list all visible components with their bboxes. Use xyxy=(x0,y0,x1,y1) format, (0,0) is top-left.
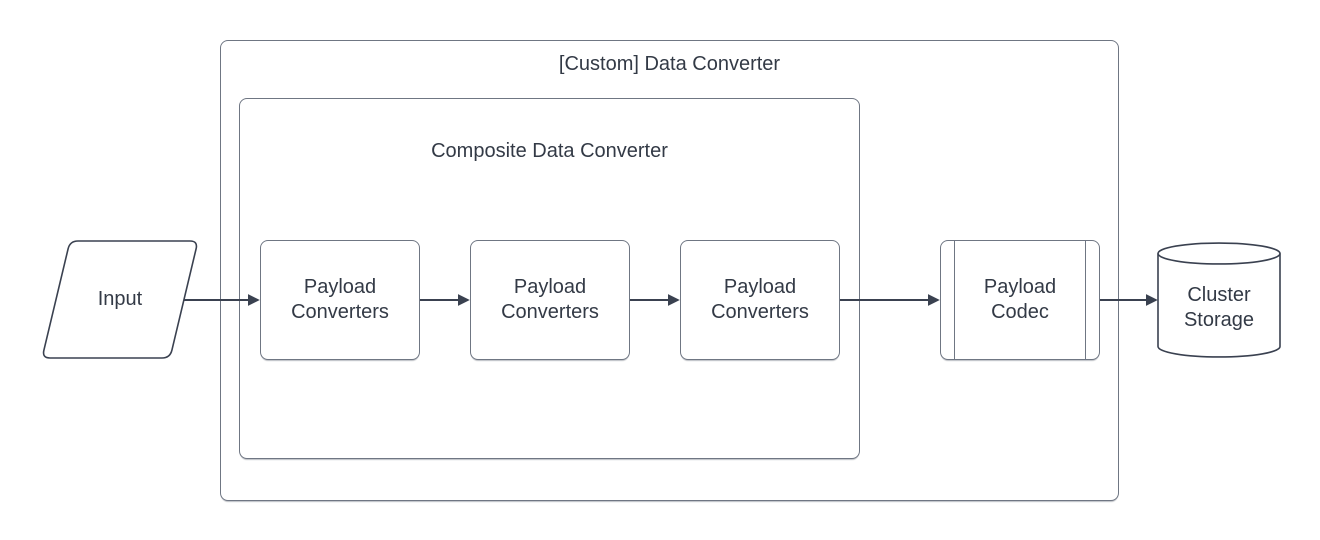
cluster-storage-cylinder-shape xyxy=(1157,242,1281,358)
node-payload-converters-2-label: Payload Converters xyxy=(501,276,599,323)
group-composite-data-converter-title: Composite Data Converter xyxy=(431,140,668,162)
node-payload-codec: Payload Codec xyxy=(940,240,1100,360)
node-cluster-storage-label: Cluster Storage xyxy=(1183,283,1255,331)
node-payload-converters-1: Payload Converters xyxy=(260,240,420,360)
node-payload-codec-label: Payload Codec xyxy=(983,276,1057,323)
cluster-storage-cylinder-lid xyxy=(1157,253,1281,265)
input-parallelogram-shape xyxy=(42,240,198,359)
node-input-label: Input xyxy=(97,288,143,310)
node-payload-converters-1-label: Payload Converters xyxy=(291,276,389,323)
node-payload-converters-2: Payload Converters xyxy=(470,240,630,360)
node-payload-converters-3: Payload Converters xyxy=(680,240,840,360)
codec-left-bar xyxy=(954,241,955,359)
codec-right-bar xyxy=(1085,241,1086,359)
node-payload-converters-3-label: Payload Converters xyxy=(711,276,809,323)
group-custom-data-converter-title: [Custom] Data Converter xyxy=(558,53,781,75)
